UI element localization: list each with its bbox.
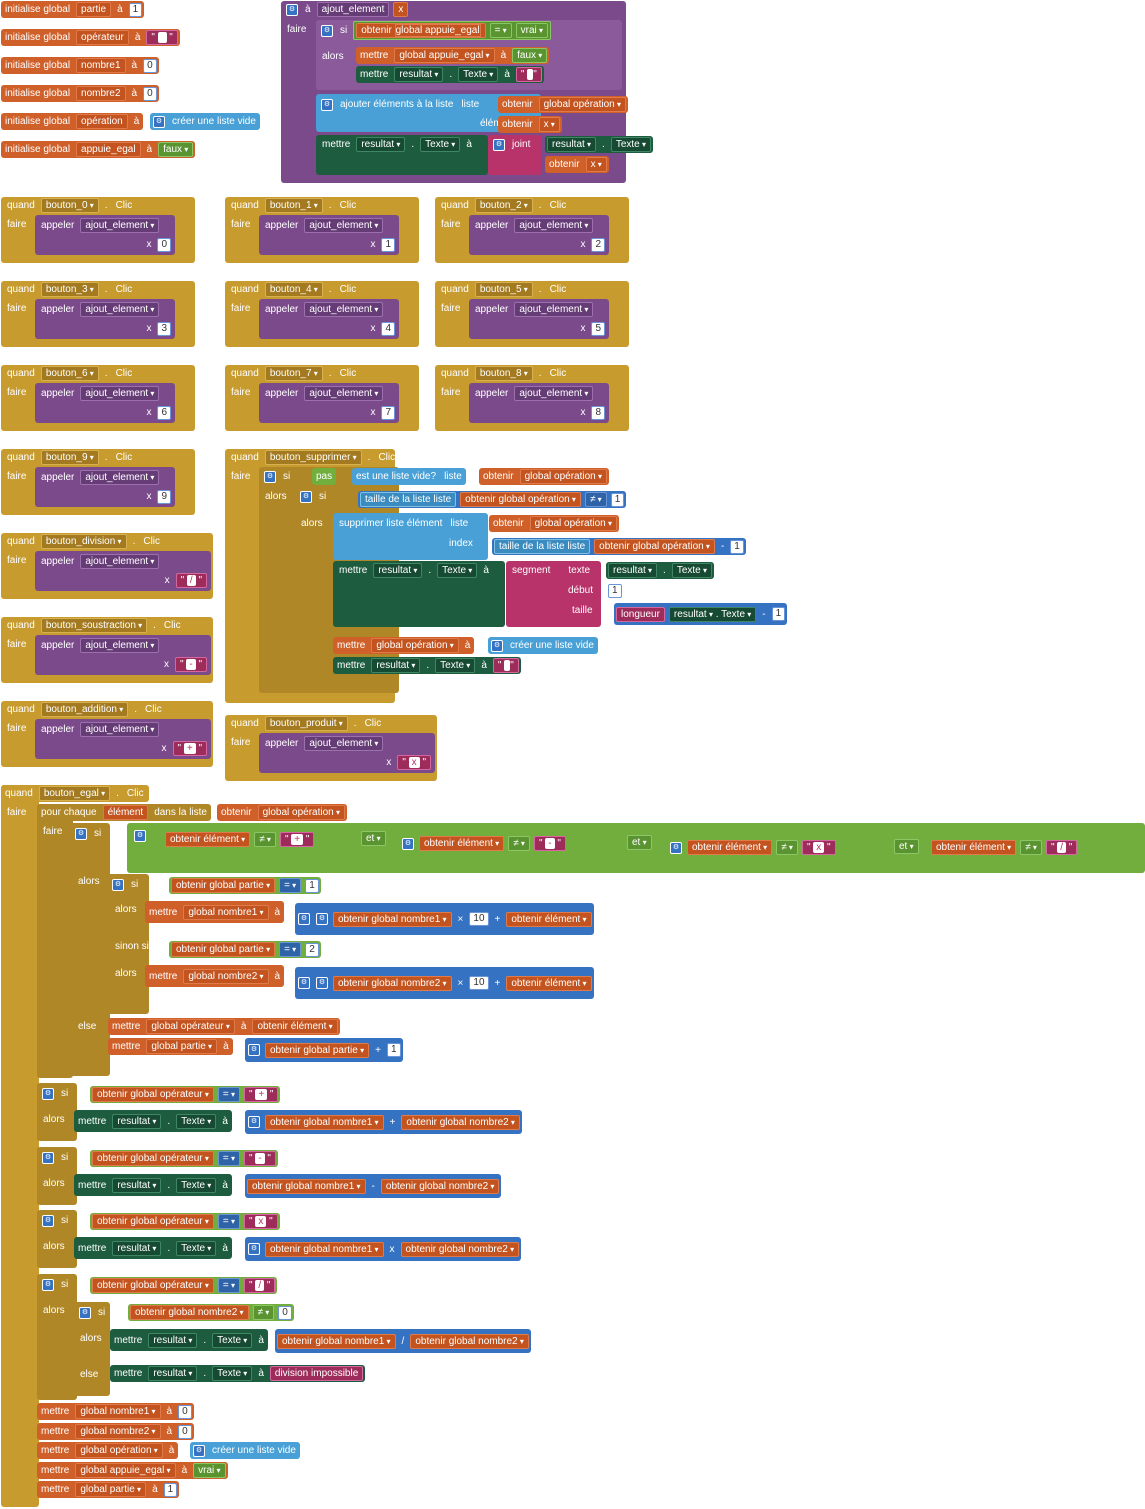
procedure-ajout-element[interactable]: ⚙ à ajout_element x faire ⚙ si obtenir g…	[281, 1, 653, 183]
and-condition[interactable]: ⚙ obtenir élément ≠ " + " et ⚙ obtenir é…	[127, 823, 1145, 873]
gear-icon[interactable]: ⚙	[42, 1214, 54, 1227]
not-block[interactable]: pas	[312, 468, 337, 485]
gear-icon[interactable]: ⚙	[493, 138, 505, 151]
index-minus[interactable]: taille de la liste liste obtenir global …	[492, 538, 746, 555]
gear-icon[interactable]: ⚙	[112, 878, 124, 891]
gear-icon[interactable]: ⚙	[75, 827, 87, 840]
event-bouton-8[interactable]: quandbouton_8.Clicfaireappelerajout_elem…	[435, 365, 629, 431]
set-resultat-text[interactable]: mettre resultat . Texte à " "	[356, 66, 544, 83]
gear-icon[interactable]: ⚙	[321, 98, 333, 111]
gear-icon[interactable]: ⚙	[491, 639, 503, 652]
compare-block[interactable]: obtenir global appuie_egal = vrai	[353, 21, 552, 40]
gear-icon[interactable]: ⚙	[298, 913, 310, 925]
event-bouton-division[interactable]: quandbouton_division.Clicfaireappelerajo…	[1, 533, 213, 599]
event-bouton-3[interactable]: quandbouton_3.Clicfaireappelerajout_elem…	[1, 281, 195, 347]
join-block[interactable]: ⚙ joint	[488, 135, 542, 175]
gear-icon[interactable]: ⚙	[316, 977, 328, 989]
set-resultat-join[interactable]: mettre resultat . Texte à	[316, 135, 488, 175]
create-empty-list[interactable]: ⚙créer une liste vide	[150, 113, 260, 130]
math-minus[interactable]: obtenir global nombre1-obtenir global no…	[245, 1174, 502, 1198]
gear-icon[interactable]: ⚙	[134, 829, 146, 842]
event-bouton-7[interactable]: quandbouton_7.Clicfaireappelerajout_elem…	[225, 365, 419, 431]
gear-icon[interactable]: ⚙	[79, 1306, 91, 1319]
gear-icon[interactable]: ⚙	[286, 3, 298, 16]
empty-string[interactable]: " "	[515, 67, 542, 82]
gear-icon[interactable]: ⚙	[193, 1444, 205, 1457]
event-bouton-egal[interactable]: quand faire	[1, 785, 39, 1507]
compare-operator[interactable]: obtenir global opérateur=" + "	[90, 1086, 281, 1103]
event-bouton-2[interactable]: quandbouton_2.Clicfaireappelerajout_elem…	[435, 197, 629, 263]
gear-icon[interactable]: ⚙	[248, 1116, 260, 1128]
gear-icon[interactable]: ⚙	[670, 841, 682, 854]
event-bouton-addition[interactable]: quandbouton_addition.Clicfaireappelerajo…	[1, 701, 213, 767]
param-x[interactable]: x	[393, 2, 409, 17]
gear-icon[interactable]: ⚙	[42, 1087, 54, 1100]
set-operation-empty[interactable]: mettre global opération à	[333, 637, 475, 654]
set-appuie-egal[interactable]: mettre global appuie_egal à faux	[356, 47, 550, 64]
gear-icon[interactable]: ⚙	[402, 837, 414, 850]
gear-icon[interactable]: ⚙	[248, 1044, 260, 1056]
event-bouton-5[interactable]: quandbouton_5.Clicfaireappelerajout_elem…	[435, 281, 629, 347]
event-bouton-1[interactable]: quandbouton_1.Clicfaireappelerajout_elem…	[225, 197, 419, 263]
event-bouton-0[interactable]: quandbouton_0.Clicfaireappelerajout_elem…	[1, 197, 195, 263]
math-times[interactable]: ⚙obtenir global nombre1xobtenir global n…	[245, 1237, 522, 1261]
gear-icon[interactable]: ⚙	[153, 115, 165, 128]
compare-size[interactable]: taille de la liste liste obtenir global …	[358, 491, 627, 508]
if-block[interactable]: ⚙ si obtenir global appuie_egal = vrai a…	[316, 20, 622, 90]
gear-icon[interactable]: ⚙	[42, 1278, 54, 1291]
math-plus[interactable]: ⚙obtenir global nombre1+obtenir global n…	[245, 1110, 522, 1134]
set-resultat-segment[interactable]: mettre resultat . Texte à	[333, 561, 505, 627]
compare-operator[interactable]: obtenir global opérateur=" - "	[90, 1150, 278, 1167]
gear-icon[interactable]: ⚙	[321, 24, 333, 37]
event-bouton-soustraction[interactable]: quandbouton_soustraction.Clicfaireappele…	[1, 617, 213, 683]
length-minus[interactable]: longueur resultat . Texte - 1	[614, 603, 788, 625]
gear-icon[interactable]: ⚙	[300, 490, 312, 503]
foreach-block[interactable]: faire	[37, 804, 73, 1078]
event-bouton-6[interactable]: quandbouton_6.Clicfaireappelerajout_elem…	[1, 365, 195, 431]
gear-icon[interactable]: ⚙	[316, 913, 328, 925]
is-list-empty[interactable]: est une liste vide? liste	[352, 468, 466, 485]
event-bouton-9[interactable]: quandbouton_9.Clicfaireappelerajout_elem…	[1, 449, 195, 515]
gear-icon[interactable]: ⚙	[264, 470, 276, 483]
empty-string[interactable]: " "	[146, 30, 178, 45]
remove-list-item[interactable]: supprimer liste élément liste index	[333, 513, 488, 560]
gear-icon[interactable]: ⚙	[42, 1151, 54, 1164]
procedure-name[interactable]: ajout_element	[316, 2, 390, 17]
gear-icon[interactable]: ⚙	[248, 1243, 260, 1255]
compare-operator[interactable]: obtenir global opérateur=" x "	[90, 1213, 280, 1230]
event-bouton-4[interactable]: quandbouton_4.Clicfaireappelerajout_elem…	[225, 281, 419, 347]
gear-icon[interactable]: ⚙	[298, 977, 310, 989]
set-resultat-empty[interactable]: mettre resultat . Texte à " "	[333, 657, 521, 674]
event-bouton-produit[interactable]: quandbouton_produit.Clicfaireappelerajou…	[225, 715, 437, 781]
